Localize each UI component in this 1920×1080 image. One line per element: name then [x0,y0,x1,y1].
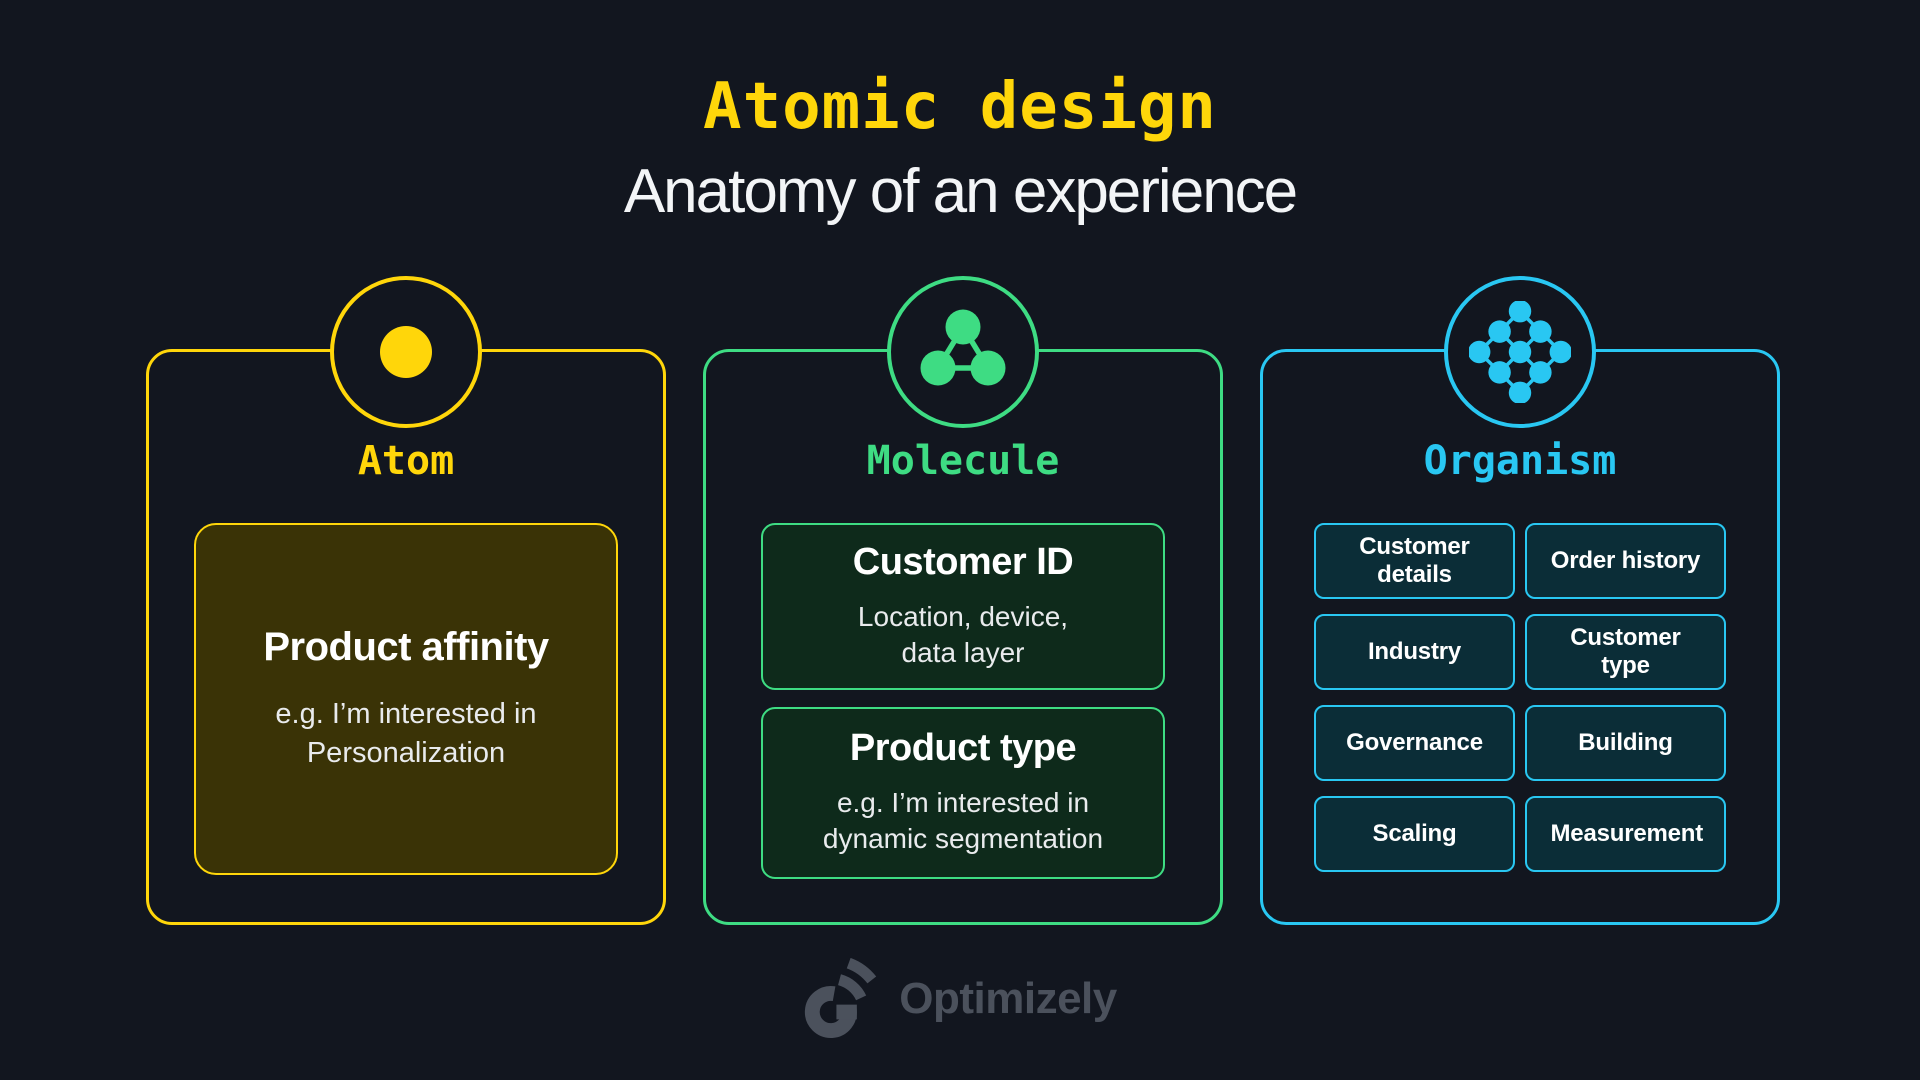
card-title: Product affinity [263,624,549,669]
tile-label: Customer type [1570,624,1681,679]
page-subtitle: Anatomy of an experience [623,157,1298,226]
panel-label-organism: Organism [1423,438,1617,484]
tile-customer-details: Customer details [1314,523,1515,599]
brand-footer: Optimizely [0,958,1920,1040]
tile-label: Customer details [1359,533,1470,588]
tile-label: Governance [1346,729,1483,757]
page-title: Atomic design [703,70,1217,144]
tile-label: Building [1578,729,1673,757]
tile-label: Scaling [1372,820,1457,848]
tile-order-history: Order history [1525,523,1726,599]
organism-tile-grid: Customer details Order history Industry … [1314,523,1726,872]
card-title: Customer ID [852,540,1074,583]
panel-molecule: Molecule Customer ID Location, device, d… [703,276,1223,925]
product-affinity-card: Product affinity e.g. I’m interested in … [194,523,618,875]
molecule-icon-graphic [920,309,1006,386]
tile-measurement: Measurement [1525,796,1726,872]
panel-label-molecule: Molecule [866,438,1060,484]
tile-industry: Industry [1314,614,1515,690]
tile-label: Measurement [1550,820,1704,848]
customer-id-card: Customer ID Location, device, data layer [761,523,1165,690]
molecule-icon [887,276,1039,428]
panel-organism: Organism Customer details Order history … [1260,276,1780,925]
atom-icon [330,276,482,428]
panel-label-atom: Atom [357,438,455,484]
organism-grid-icon-graphic [1469,301,1571,403]
brand-wordmark: Optimizely [899,974,1117,1023]
tile-scaling: Scaling [1314,796,1515,872]
card-description: e.g. I’m interested in dynamic segmentat… [822,787,1104,855]
product-type-card: Product type e.g. I’m interested in dyna… [761,707,1165,879]
optimizely-logo-icon [805,958,877,1038]
card-title: Product type [849,727,1077,770]
card-description: Location, device, data layer [857,600,1069,668]
organism-icon [1444,276,1596,428]
tile-governance: Governance [1314,705,1515,781]
tile-customer-type: Customer type [1525,614,1726,690]
card-description: e.g. I’m interested in Personalization [275,697,537,769]
tile-building: Building [1525,705,1726,781]
tile-label: Order history [1550,547,1701,575]
panel-atom: Atom Product affinity e.g. I’m intereste… [146,276,666,925]
tile-label: Industry [1367,638,1462,666]
atom-dot-icon [380,326,432,378]
